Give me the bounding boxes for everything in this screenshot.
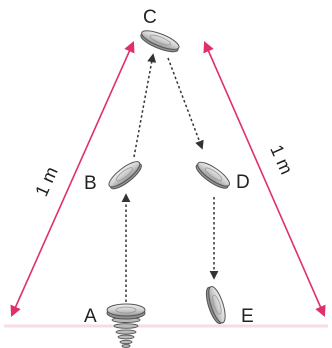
disc-a [106, 303, 146, 320]
spring-launcher-a [111, 317, 141, 348]
label-d: D [236, 172, 250, 193]
right-dimension-label: 1 m [266, 142, 296, 178]
right-dimension-arrow [203, 40, 326, 318]
disc-b [108, 161, 142, 190]
label-b: B [84, 173, 97, 194]
path-arrow-b-to-c [133, 53, 157, 158]
label-c: C [143, 7, 157, 28]
path-arrow-c-to-d [167, 57, 204, 150]
label-a: A [84, 306, 97, 327]
disc-d [195, 161, 231, 189]
left-dimension-arrow [10, 40, 135, 318]
label-e: E [241, 306, 254, 327]
disc-c [140, 30, 180, 53]
left-dimension-label: 1 m [31, 164, 61, 200]
disc-e [205, 286, 226, 325]
